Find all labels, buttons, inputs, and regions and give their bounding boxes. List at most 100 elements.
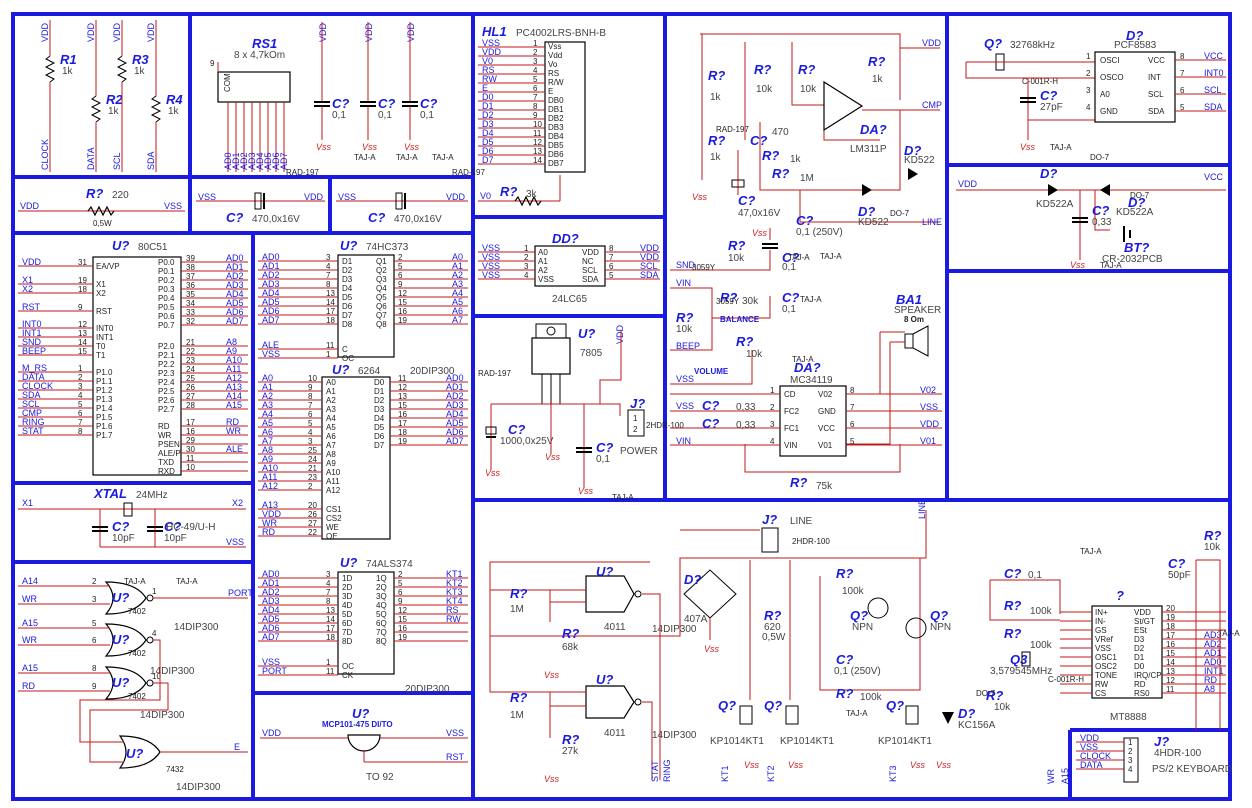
dtmf-right-net: AD0 xyxy=(1204,657,1222,667)
phone-q2-ref: Q? xyxy=(764,698,782,713)
dtmf-left-pin: IN- xyxy=(1095,617,1106,626)
reg-left-num: 11 xyxy=(326,667,335,676)
mcu-right-pin: PSEN xyxy=(158,440,180,449)
reg-right-pin: 5Q xyxy=(376,610,387,619)
ram-pkg: 20DIP300 xyxy=(410,366,455,377)
latch-left-num: 17 xyxy=(326,307,335,316)
ram-left-pin: A12 xyxy=(326,486,341,495)
audio-r2-ref: R? xyxy=(720,290,737,305)
hl1-pin-name: DB7 xyxy=(548,159,564,168)
eeprom-right-num: 7 xyxy=(609,253,614,262)
phone-bridge-val: 407A xyxy=(684,614,708,625)
dtmf-r2-val: 100k xyxy=(1030,640,1053,651)
dtmf-right-num: 16 xyxy=(1166,640,1175,649)
latch-left-num: 3 xyxy=(326,253,331,262)
dtmf-right-pin: D0 xyxy=(1134,662,1145,671)
audio-left-pin: FC2 xyxy=(784,407,800,416)
reg-left-net: AD3 xyxy=(262,596,280,606)
dtmf-right-num: 13 xyxy=(1166,667,1175,676)
bat-taj: TAJ-A xyxy=(1100,261,1122,270)
comp-r7-val: 1k xyxy=(790,154,802,165)
mcu-right-net: ALE xyxy=(226,444,243,454)
phone-vss-1: Vss xyxy=(544,670,560,680)
rs1-pin-net: AD4 xyxy=(255,152,265,170)
ram-left-pin: A3 xyxy=(326,405,336,414)
ram-left-num: 2 xyxy=(308,482,313,491)
ram-left-num: 6 xyxy=(308,410,313,419)
mcu-right-net: AD6 xyxy=(226,307,244,317)
reg-right-net: KT3 xyxy=(446,587,463,597)
comp-r4-ref: R? xyxy=(798,62,815,77)
or-gate-part: 7432 xyxy=(166,765,184,774)
hl1-pin-name: DB1 xyxy=(548,105,564,114)
dtmf-r3-val: 10k xyxy=(994,702,1011,713)
reg-left-net: AD6 xyxy=(262,623,280,633)
reg7805-val: 7805 xyxy=(580,348,603,359)
mcu-right-pin: P2.2 xyxy=(158,360,175,369)
ram-left-net: A11 xyxy=(262,472,277,482)
audio-c3-ref: C? xyxy=(702,398,719,413)
reset-supervisor: U? MCP101-475 DI/TO VDD VSS RST TO 92 xyxy=(260,706,468,783)
reg-pkg: 20DIP300 xyxy=(405,684,450,695)
latch-right-pin: Q2 xyxy=(376,266,387,275)
eeprom-left-pin: VSS xyxy=(538,275,554,284)
latch-left-num: 11 xyxy=(326,341,335,350)
latch-right-num: 12 xyxy=(398,289,407,298)
c2-pkg: RAD-197 xyxy=(452,168,485,177)
phone-r7-ref: R? xyxy=(836,686,853,701)
gate-input-num: 5 xyxy=(92,619,97,628)
dtmf-q-ref: Q3 xyxy=(1010,652,1028,667)
hl1-net: D2 xyxy=(482,110,494,120)
latch-right-num: 15 xyxy=(398,298,407,307)
dtmf-right-pin: D1 xyxy=(1134,653,1145,662)
reg-left-pin: 3D xyxy=(342,592,352,601)
rtc-pkg: DO-7 xyxy=(1090,153,1110,162)
mcu-left-pin: P1.7 xyxy=(96,431,113,440)
speaker-imp: 8 Om xyxy=(904,315,924,324)
dtmf-q-val: 3,579545MHz xyxy=(990,666,1052,677)
dtmf-left-pin: VSS xyxy=(1095,644,1111,653)
mcu-left-net: X1 xyxy=(22,275,33,285)
cbig-pkg: RAD-197 xyxy=(478,369,511,378)
ram-right-pin: D7 xyxy=(374,441,385,450)
cap-taj: TAJ-A xyxy=(354,153,376,162)
kbd-label: PS/2 KEYBOARD xyxy=(1152,764,1232,775)
ram-left-num: 9 xyxy=(308,383,313,392)
comp-d2-val: KD522 xyxy=(858,217,889,228)
eeprom-right-num: 5 xyxy=(609,271,614,280)
comp-c1-ref: C? xyxy=(750,133,767,148)
mcu-right-net: A11 xyxy=(226,364,241,374)
audio-vin-net: VIN xyxy=(676,278,691,288)
comp-vdd-net: VDD xyxy=(922,38,942,48)
pullup-value: 1k xyxy=(62,66,74,77)
hl1-pin-num: 1 xyxy=(533,39,538,48)
eeprom-left-pin: A2 xyxy=(538,266,548,275)
dtmf-right-pin: St/GT xyxy=(1134,617,1155,626)
eeprom-left-net: VSS xyxy=(482,270,500,280)
hl1-pin-num: 12 xyxy=(533,138,542,147)
audio-r3-ref: R? xyxy=(676,310,693,325)
phone-u2-ref: U? xyxy=(596,672,613,687)
backup-battery: VDD VCC D? KD522A D? KD522A DO-7 C? 0,33… xyxy=(956,166,1226,270)
nor-gate-ref: U? xyxy=(112,675,129,690)
phone-c-ref: C? xyxy=(836,652,853,667)
eeprom-right-pin: SDA xyxy=(582,275,599,284)
dtmf-r4-ref: R? xyxy=(1204,528,1221,543)
reg-left-pin: CK xyxy=(342,671,354,680)
ram-left-pin: A11 xyxy=(326,477,340,486)
eeprom-right-pin: NC xyxy=(582,257,594,266)
decoupling-caps-block: VDDC?0,1VssVDDC?0,1VssTAJ-AVDDC?0,1VssTA… xyxy=(314,22,454,162)
ram-left-pin: CS2 xyxy=(326,514,342,523)
rtc-left-num: 4 xyxy=(1086,103,1091,112)
phone-q1-ref: Q? xyxy=(718,698,736,713)
mcu-left-pin: P1.6 xyxy=(96,422,113,431)
ram-left-num: 23 xyxy=(308,473,317,482)
or-gate-wires xyxy=(79,639,169,763)
rs1-value: 8 x 4,7kOm xyxy=(234,50,285,61)
xtal-x1-net: X1 xyxy=(22,498,33,508)
pullup-net: DATA xyxy=(86,147,96,170)
latch-left-num: 8 xyxy=(326,280,331,289)
mcu-left-pin: X1 xyxy=(96,280,106,289)
latch-left-pin: D1 xyxy=(342,257,353,266)
pullup-resistor-body xyxy=(90,95,102,123)
